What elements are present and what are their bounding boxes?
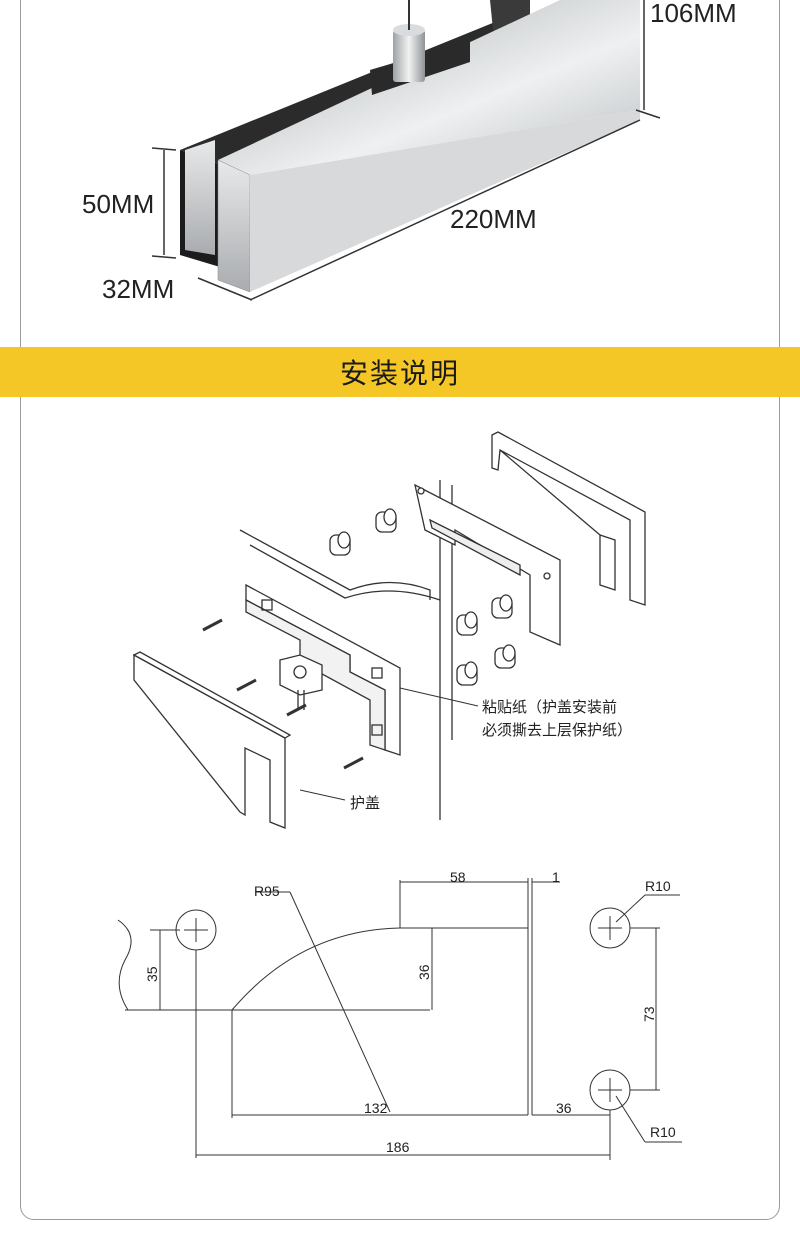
- label-r95: R95: [254, 883, 280, 899]
- sticker-label-line2: 必须撕去上层保护纸）: [482, 722, 632, 739]
- dimension-thickness: 50MM: [82, 189, 154, 219]
- label-132: 132: [364, 1100, 388, 1116]
- label-r10-bottom: R10: [650, 1124, 676, 1140]
- technical-drawing: [117, 878, 682, 1160]
- dimension-depth: 32MM: [102, 274, 174, 304]
- label-1: 1: [552, 869, 560, 885]
- label-r10-top: R10: [645, 878, 671, 894]
- label-58: 58: [450, 869, 466, 885]
- label-36-vertical: 36: [416, 964, 432, 980]
- exploded-view: [132, 431, 646, 829]
- bushings: [329, 508, 516, 686]
- mounting-plate: [245, 583, 401, 756]
- rear-plate: [414, 483, 561, 646]
- screws: [202, 618, 364, 770]
- section-title: 安装说明: [339, 357, 460, 390]
- label-73: 73: [641, 1006, 657, 1022]
- label-186: 186: [386, 1139, 410, 1155]
- sticker-label-line1: 粘贴纸（护盖安装前: [482, 699, 617, 716]
- dimension-length: 220MM: [450, 204, 537, 234]
- section-banner: 安装说明: [0, 347, 800, 397]
- drawing-dimension-labels: R95 58 1 R10 35 36 73 132 36 R10 186: [144, 869, 676, 1155]
- label-36-horizontal: 36: [556, 1100, 572, 1116]
- rear-cover: [491, 431, 646, 606]
- dimension-height: 106MM: [650, 0, 737, 28]
- front-cover: [132, 651, 292, 829]
- label-35: 35: [144, 966, 160, 982]
- product-dimension-lines: [151, 0, 661, 301]
- cover-label: 护盖: [350, 795, 380, 812]
- patch-fitting-body: [180, 0, 640, 293]
